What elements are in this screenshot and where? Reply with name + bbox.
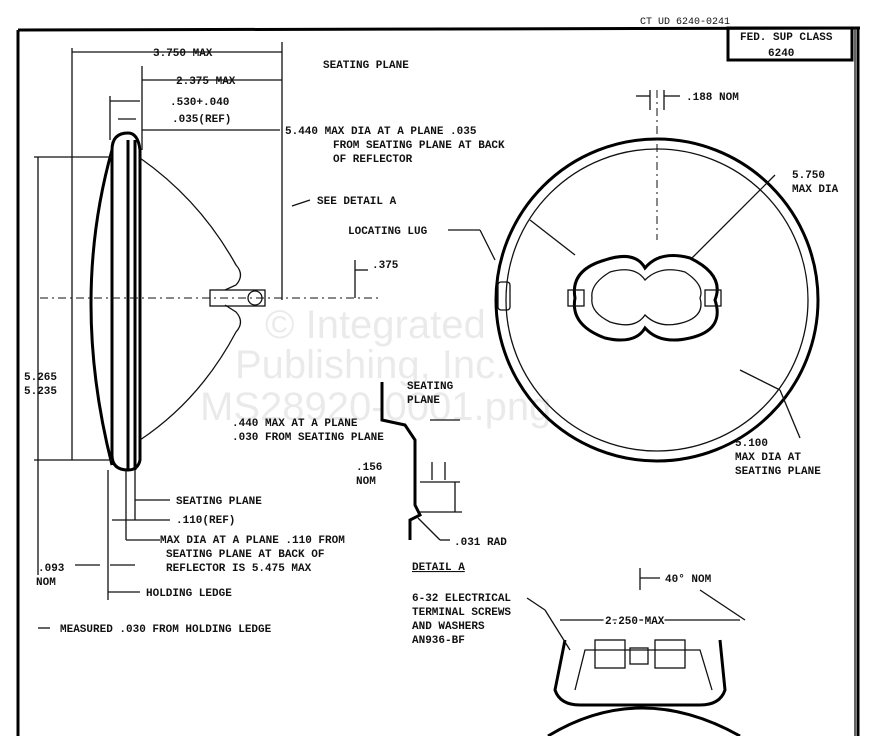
dim-093: .093	[38, 563, 65, 575]
seating-plane-top: SEATING PLANE	[323, 60, 409, 72]
watermark: © Integrated Publishing, Inc. MS28920-00…	[200, 303, 551, 429]
dim-156: .156	[356, 462, 382, 474]
dim-031: .031 RAD	[454, 537, 507, 549]
drawing-number: CT UD 6240-0241	[640, 17, 730, 28]
svg-text:FROM SEATING PLANE AT BACK: FROM SEATING PLANE AT BACK	[333, 140, 505, 152]
title-box: FED. SUP CLASS 6240	[726, 26, 854, 62]
svg-text:MS28920-0001.png: MS28920-0001.png	[200, 385, 551, 429]
detail-a-title: DETAIL A	[412, 562, 465, 574]
svg-text:SEATING PLANE AT BACK OF: SEATING PLANE AT BACK OF	[166, 549, 324, 561]
holding-ledge: HOLDING LEDGE	[146, 588, 232, 600]
see-detail-a: SEE DETAIL A	[317, 196, 397, 208]
svg-text:5.235: 5.235	[24, 386, 57, 398]
svg-text:MAX DIA AT: MAX DIA AT	[735, 452, 801, 464]
dim-2375: 2.375 MAX	[176, 76, 236, 88]
detail-a-drawing	[380, 382, 462, 541]
svg-text:.030 FROM SEATING PLANE: .030 FROM SEATING PLANE	[232, 432, 384, 444]
side-view-labels: 3.750 MAX 2.375 MAX .530+.040 .035(REF) …	[24, 48, 505, 636]
front-view-labels: .188 NOM 5.750 MAX DIA LOCATING LUG 5.10…	[348, 92, 839, 478]
svg-text:NOM: NOM	[36, 577, 56, 589]
screws-note: 6-32 ELECTRICAL	[412, 593, 511, 605]
terminal-view-labels: 6-32 ELECTRICAL TERMINAL SCREWS AND WASH…	[412, 574, 712, 647]
fed-sup-class-value: 6240	[768, 48, 794, 60]
detail-a-labels: SEATING PLANE .440 MAX AT A PLANE .030 F…	[232, 381, 507, 574]
dim-5750: 5.750	[792, 170, 825, 182]
max-dia-110-note: MAX DIA AT A PLANE .110 FROM	[160, 535, 345, 547]
max-dia-note: 5.440 MAX DIA AT A PLANE .035	[285, 126, 477, 138]
svg-text:© Integrated: © Integrated	[265, 303, 486, 347]
dim-5100: 5.100	[735, 438, 768, 450]
svg-text:REFLECTOR IS 5.475 MAX: REFLECTOR IS 5.475 MAX	[166, 563, 312, 575]
front-view-lamp	[448, 90, 820, 463]
dim-375: .375	[372, 260, 399, 272]
svg-text:NOM: NOM	[356, 476, 376, 488]
note-440: .440 MAX AT A PLANE	[232, 418, 358, 430]
dim-overall: 3.750 MAX	[153, 48, 213, 60]
dim-110: .110(REF)	[176, 515, 235, 527]
side-view-lamp	[40, 131, 380, 472]
svg-text:AND WASHERS: AND WASHERS	[412, 621, 485, 633]
svg-text:AN936-BF: AN936-BF	[412, 635, 465, 647]
dim-530: .530+.040	[170, 97, 229, 109]
drawing-border	[16, 26, 861, 736]
svg-text:TERMINAL SCREWS: TERMINAL SCREWS	[412, 607, 511, 619]
fed-sup-class-label: FED. SUP CLASS	[740, 32, 833, 44]
measured-note: MEASURED .030 FROM HOLDING LEDGE	[60, 624, 272, 636]
svg-text:SEATING PLANE: SEATING PLANE	[735, 466, 821, 478]
detail-seating-plane: SEATING	[407, 381, 454, 393]
side-view-dimensions	[34, 42, 368, 629]
dim-2250: 2.250 MAX	[605, 616, 665, 628]
svg-text:Publishing, Inc.: Publishing, Inc.	[235, 343, 506, 387]
svg-text:OF REFLECTOR: OF REFLECTOR	[333, 154, 413, 166]
dim-40: 40° NOM	[665, 574, 712, 586]
seating-plane-bottom: SEATING PLANE	[176, 496, 262, 508]
dim-height: 5.265	[24, 372, 57, 384]
terminal-view-drawing	[526, 568, 746, 736]
dim-188: .188 NOM	[686, 92, 739, 104]
locating-lug: LOCATING LUG	[348, 226, 428, 238]
dim-035: .035(REF)	[172, 114, 231, 126]
svg-text:MAX DIA: MAX DIA	[792, 184, 839, 196]
svg-text:PLANE: PLANE	[407, 395, 440, 407]
